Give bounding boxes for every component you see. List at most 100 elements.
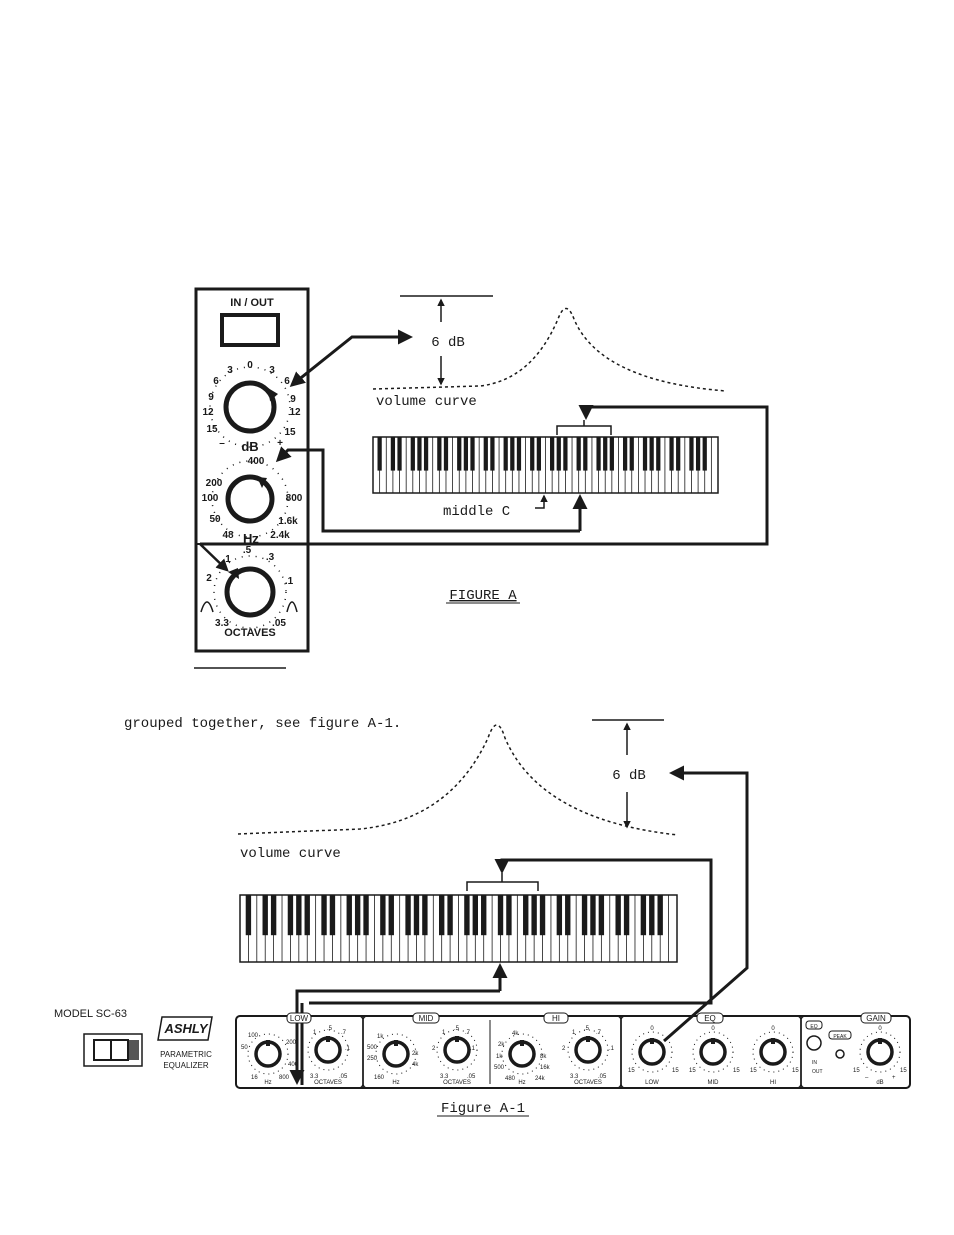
plus-label: + <box>277 438 283 449</box>
black-key <box>506 895 512 936</box>
black-key <box>470 437 475 471</box>
black-key <box>422 895 428 936</box>
black-key <box>669 437 674 471</box>
black-key <box>563 437 568 471</box>
eq-hi-knob[interactable] <box>752 1031 794 1073</box>
black-key <box>623 895 630 936</box>
low-octaves-knob[interactable] <box>307 1029 349 1071</box>
tick-label: 4k <box>512 1031 519 1037</box>
band-range-bracket-a1 <box>466 873 539 891</box>
black-key <box>262 895 268 936</box>
gain-knob[interactable] <box>209 366 291 448</box>
black-key <box>622 437 628 471</box>
gain-header-tab <box>860 1012 892 1024</box>
tick-label: 480 <box>505 1076 516 1082</box>
black-key <box>615 895 621 936</box>
black-key <box>423 437 429 471</box>
gain-unit-label: dB <box>241 439 258 454</box>
mid-header-tab <box>412 1012 440 1024</box>
black-key <box>503 437 508 471</box>
tick-label: 16 <box>251 1075 258 1081</box>
tick-label: 2.4k <box>270 530 290 541</box>
output-gain-knob[interactable] <box>859 1031 901 1073</box>
eq-low-knob[interactable] <box>631 1031 673 1073</box>
black-key <box>457 437 462 471</box>
middle-c-label: middle C <box>443 504 510 520</box>
unit-label: HI <box>770 1080 776 1086</box>
tick-label: 15 <box>689 1068 696 1074</box>
tick-label: 1 <box>225 554 231 565</box>
tick-label: 0 <box>650 1026 654 1032</box>
band-range-bracket-a <box>556 420 612 435</box>
tick-label: 15 <box>206 424 218 435</box>
black-key <box>377 437 382 471</box>
peak-led <box>835 1049 845 1059</box>
hi-octaves-knob[interactable] <box>567 1029 609 1071</box>
black-key <box>287 895 294 936</box>
black-key <box>689 437 694 471</box>
black-key <box>702 437 707 471</box>
black-key <box>629 437 634 471</box>
unit-label: MID <box>708 1080 720 1086</box>
tick-label: 15 <box>792 1068 799 1074</box>
tick-label: 100 <box>248 1033 259 1039</box>
frequency-knob[interactable] <box>211 460 289 538</box>
volume-curve-label: volume curve <box>376 394 477 410</box>
knob-pointer <box>878 1038 882 1044</box>
unit-label: dB <box>876 1080 883 1086</box>
tick-label: .7 <box>465 1030 471 1036</box>
gain-section <box>800 1015 911 1089</box>
eq-in-out-button[interactable] <box>806 1035 822 1051</box>
tick-label: 3.3 <box>570 1074 579 1080</box>
black-key <box>657 895 663 936</box>
black-key <box>354 895 361 936</box>
black-key <box>405 895 411 936</box>
black-key <box>516 437 522 471</box>
tick-label: 1 <box>572 1030 576 1036</box>
mid-octaves-knob[interactable] <box>436 1029 478 1071</box>
tick-label: .5 <box>243 545 252 556</box>
power-switch[interactable] <box>83 1033 143 1067</box>
black-key <box>447 895 453 936</box>
knob-pointer <box>650 1038 654 1044</box>
in-out-switch[interactable] <box>220 313 280 347</box>
black-key <box>410 437 415 471</box>
mid-frequency-knob[interactable] <box>375 1033 417 1075</box>
black-key <box>439 895 445 936</box>
black-key <box>481 895 487 936</box>
tick-label: 9 <box>290 394 296 405</box>
tick-label: 2k <box>498 1042 505 1048</box>
black-key <box>490 437 495 471</box>
black-key <box>497 895 504 936</box>
unit-label: OCTAVES <box>443 1080 471 1086</box>
black-key <box>556 437 561 471</box>
tick-label: 15 <box>900 1068 907 1074</box>
tick-label: 2k <box>412 1051 419 1057</box>
black-key <box>530 437 535 471</box>
tick-label: 0 <box>247 360 253 371</box>
piano-keyboard-a <box>372 436 719 494</box>
unit-label: LOW <box>645 1080 659 1086</box>
tick-label: 15 <box>853 1068 860 1074</box>
tick-label: .05 <box>598 1074 607 1080</box>
octaves-knob[interactable] <box>213 555 287 629</box>
out-label: OUT <box>812 1069 823 1075</box>
black-key <box>676 437 681 471</box>
body-text-line: grouped together, see figure A-1. <box>124 716 401 732</box>
hi-frequency-scale: 4k 2k 1k 8k 16k 500 480 24k Hz <box>494 1031 551 1086</box>
mid-header: MID <box>419 1014 434 1023</box>
db-label: 6 dB <box>431 335 465 351</box>
tick-label: 200 <box>206 478 223 489</box>
knob-pointer <box>520 1040 524 1046</box>
tick-label: .5 <box>584 1026 590 1032</box>
tick-label: .05 <box>467 1074 476 1080</box>
tick-label: 200 <box>286 1040 297 1046</box>
low-frequency-knob[interactable] <box>247 1033 289 1075</box>
unit-label: Hz <box>518 1080 525 1086</box>
knob-pointer <box>326 1036 330 1042</box>
black-key <box>464 895 470 936</box>
black-key <box>397 437 402 471</box>
eq-mid-knob[interactable] <box>692 1031 734 1073</box>
hi-frequency-knob[interactable] <box>501 1033 543 1075</box>
